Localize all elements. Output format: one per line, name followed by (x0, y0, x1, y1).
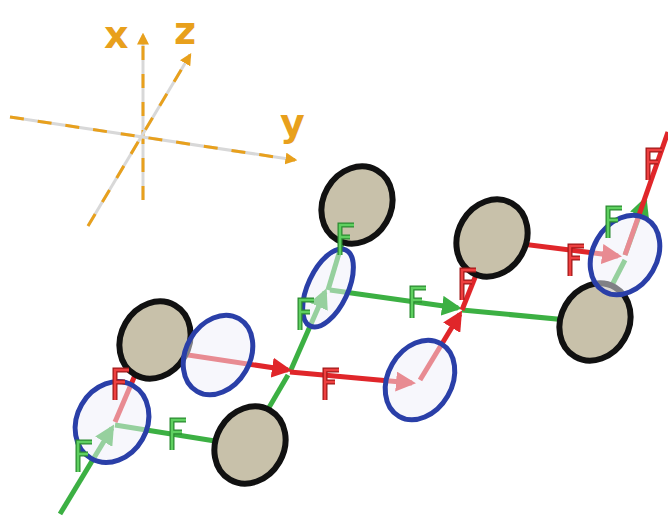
axis-label: x (104, 16, 129, 54)
axis-label: y (280, 104, 305, 142)
disks (106, 153, 645, 496)
green-bonds (60, 200, 645, 514)
rings (61, 203, 668, 476)
axes (10, 35, 295, 226)
f-symbols (78, 150, 662, 472)
axis-label: z (174, 12, 196, 50)
